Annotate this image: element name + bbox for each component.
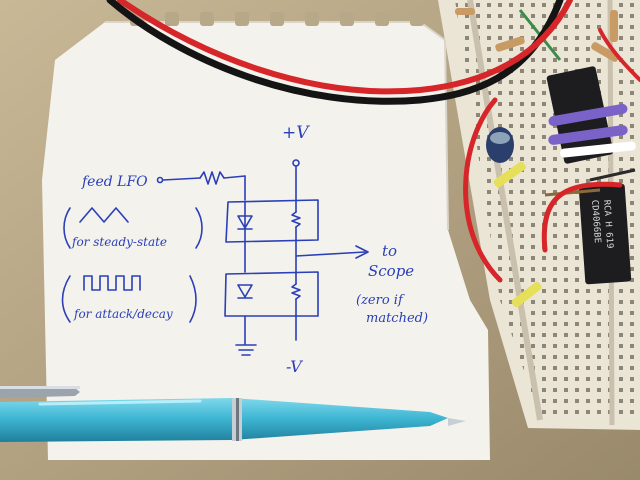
- cables: [106, 0, 573, 105]
- scope-label: Scope: [368, 262, 414, 280]
- matched-label: matched): [366, 311, 428, 326]
- blue-pen: [0, 398, 466, 442]
- components: [455, 8, 636, 308]
- chip-label-line1: CD4066BE: [589, 200, 602, 244]
- zero-if-label: (zero if: [356, 293, 405, 308]
- minus-v-label: -V: [286, 357, 303, 376]
- attack-decay-label: for attack/decay: [73, 307, 173, 321]
- ic-chip: CD4066BE RCA H 619: [578, 183, 632, 285]
- chip-label-line2: RCA H 619: [601, 200, 614, 249]
- schematic-sketch: [61, 159, 369, 356]
- silver-pen: [0, 386, 80, 398]
- breadboard-wires: [463, 28, 640, 283]
- steady-state-label: for steady-state: [71, 235, 167, 249]
- feed-lfo-label: feed LFO: [81, 174, 148, 190]
- spiral-holes: [130, 12, 424, 26]
- to-label: to: [382, 242, 397, 260]
- plus-v-label: +V: [282, 123, 310, 143]
